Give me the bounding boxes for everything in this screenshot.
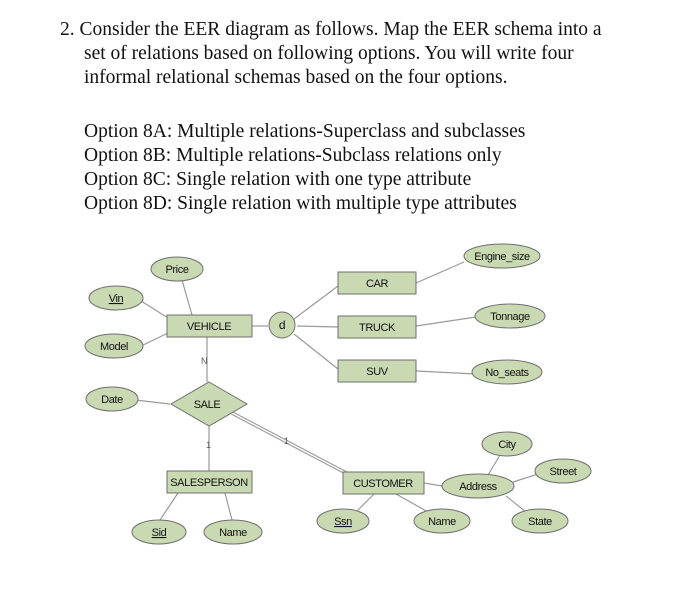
- question-line-2: set of relations based on following opti…: [84, 43, 574, 64]
- attribute-street: Street: [534, 458, 592, 484]
- entity-vehicle: VEHICLE: [166, 314, 253, 338]
- attribute-salesperson-name-label: Name: [219, 527, 247, 539]
- d-suv-line: [293, 333, 339, 370]
- car-engine-line: [415, 261, 465, 284]
- cardinality-1-customer-label: 1: [284, 436, 289, 446]
- entity-truck-label: TRUCK: [359, 322, 396, 334]
- price-vehicle-line: [181, 279, 193, 316]
- attribute-price-label: Price: [165, 264, 188, 276]
- attribute-no-seats-label: No_seats: [485, 367, 529, 379]
- attribute-date-label: Date: [101, 394, 123, 406]
- relationship-sale: SALE: [170, 381, 248, 427]
- attribute-model: Model: [84, 333, 144, 359]
- entity-vehicle-label: VEHICLE: [187, 321, 231, 333]
- attribute-city: City: [481, 431, 533, 457]
- entity-customer: CUSTOMER: [342, 471, 425, 495]
- attribute-engine-size-label: Engine_size: [474, 251, 530, 263]
- truck-tonnage-line: [415, 316, 477, 327]
- options-list: Option 8A: Multiple relations-Superclass…: [84, 120, 525, 216]
- address-city-line: [487, 454, 501, 476]
- attribute-ssn: Ssn: [316, 508, 370, 534]
- relationship-sale-label: SALE: [194, 399, 221, 411]
- attribute-ssn-label: Ssn: [334, 516, 352, 528]
- attribute-tonnage-label: Tonnage: [490, 311, 530, 323]
- entity-salesperson-label: SALESPERSON: [170, 477, 248, 489]
- entity-car-label: CAR: [366, 278, 388, 290]
- date-sale-line: [134, 399, 171, 405]
- attribute-customer-name-label: Name: [428, 516, 456, 528]
- question-text: 2. Consider the EER diagram as follows. …: [60, 18, 680, 90]
- specialization-disjoint: d: [268, 311, 296, 339]
- attribute-vin: Vin: [88, 285, 144, 311]
- cardinality-1-salesperson-label: 1: [206, 440, 211, 450]
- attribute-city-label: City: [498, 439, 516, 451]
- specialization-d-label: d: [279, 318, 285, 332]
- attribute-price: Price: [150, 256, 204, 282]
- vin-vehicle-line: [137, 298, 169, 319]
- attribute-sid-label: Sid: [152, 527, 167, 539]
- attribute-date: Date: [85, 386, 139, 412]
- attribute-salesperson-name: Name: [203, 519, 263, 545]
- entity-salesperson: SALESPERSON: [166, 470, 253, 494]
- attribute-state-label: State: [528, 516, 552, 528]
- customer-name-line: [395, 493, 429, 513]
- attribute-state: State: [511, 508, 569, 534]
- attribute-customer-name: Name: [413, 508, 471, 534]
- question-line-3: informal relational schemas based on the…: [84, 67, 508, 88]
- attribute-no-seats: No_seats: [471, 359, 543, 385]
- salesperson-name-line: [224, 492, 233, 521]
- customer-ssn-line: [355, 493, 375, 513]
- customer-address-line: [423, 482, 443, 487]
- option-8a: Option 8A: Multiple relations-Superclass…: [84, 121, 526, 142]
- attribute-model-label: Model: [100, 341, 128, 353]
- d-truck-line: [296, 325, 339, 328]
- attribute-tonnage: Tonnage: [474, 303, 546, 329]
- attribute-vin-label: Vin: [109, 293, 124, 305]
- sale-customer-line-inner: [231, 412, 349, 475]
- entity-suv-label: SUV: [366, 366, 388, 378]
- attribute-engine-size: Engine_size: [463, 243, 541, 269]
- attribute-address: Address: [441, 473, 515, 499]
- d-car-line: [293, 285, 339, 320]
- attribute-address-label: Address: [459, 481, 497, 493]
- entity-suv: SUV: [337, 359, 417, 383]
- option-8b: Option 8B: Multiple relations-Subclass r…: [84, 145, 502, 166]
- entity-car: CAR: [337, 271, 417, 295]
- entity-truck: TRUCK: [337, 315, 417, 339]
- address-state-line: [505, 495, 527, 513]
- model-vehicle-line: [140, 332, 169, 347]
- attribute-sid: Sid: [131, 519, 187, 545]
- salesperson-sid-line: [159, 492, 179, 521]
- question-line-1: 2. Consider the EER diagram as follows. …: [60, 19, 602, 40]
- connector-lines: [134, 261, 539, 521]
- address-street-line: [512, 473, 539, 483]
- entity-customer-label: CUSTOMER: [353, 478, 413, 490]
- attribute-street-label: Street: [550, 466, 577, 478]
- option-8c: Option 8C: Single relation with one type…: [84, 169, 472, 190]
- option-8d: Option 8D: Single relation with multiple…: [84, 193, 517, 214]
- suv-noseats-line: [415, 370, 477, 375]
- cardinality-n-label: N: [201, 356, 207, 366]
